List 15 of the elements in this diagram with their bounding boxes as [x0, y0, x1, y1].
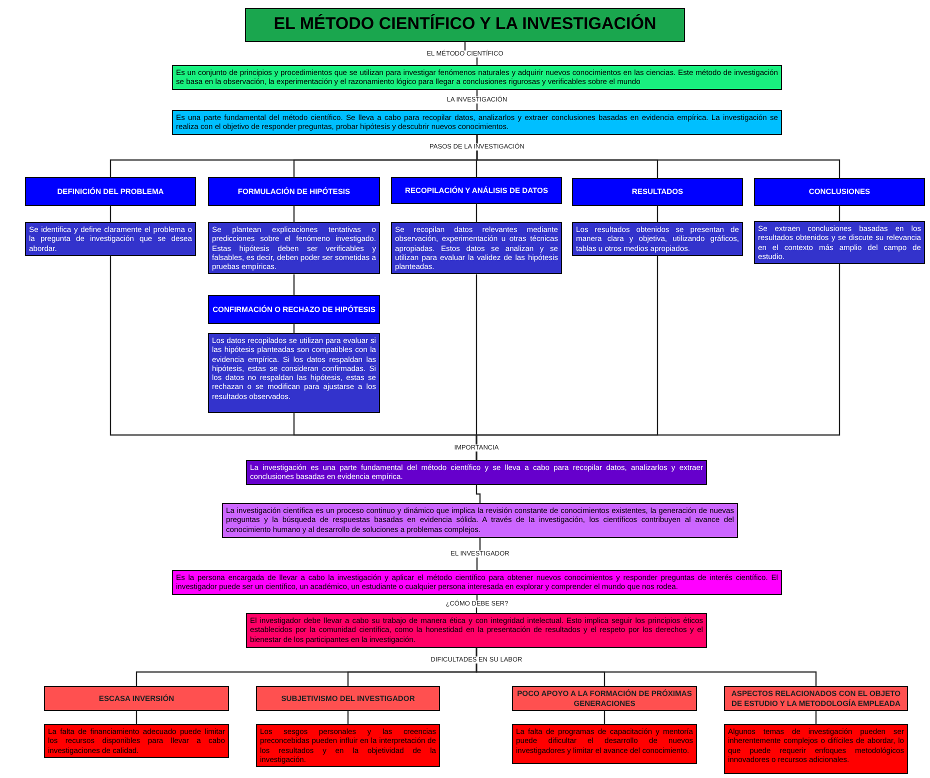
- connector-line: [347, 711, 349, 724]
- connector-line: [476, 264, 840, 460]
- connector-line: [136, 711, 138, 724]
- connector-line: [293, 274, 295, 295]
- connector-line: [293, 206, 295, 222]
- connector-line: [476, 134, 840, 178]
- connector-line: [476, 648, 817, 686]
- connector-line: [838, 206, 840, 221]
- connector-line: [815, 711, 817, 724]
- connector-line: [476, 204, 478, 222]
- title-banner: EL MÉTODO CIENTÍFICO Y LA INVESTIGACIÓN: [245, 8, 685, 42]
- connector-line: [110, 206, 112, 222]
- connector-line: [604, 711, 606, 724]
- connector-line: [476, 485, 481, 503]
- connector-line: [656, 206, 658, 222]
